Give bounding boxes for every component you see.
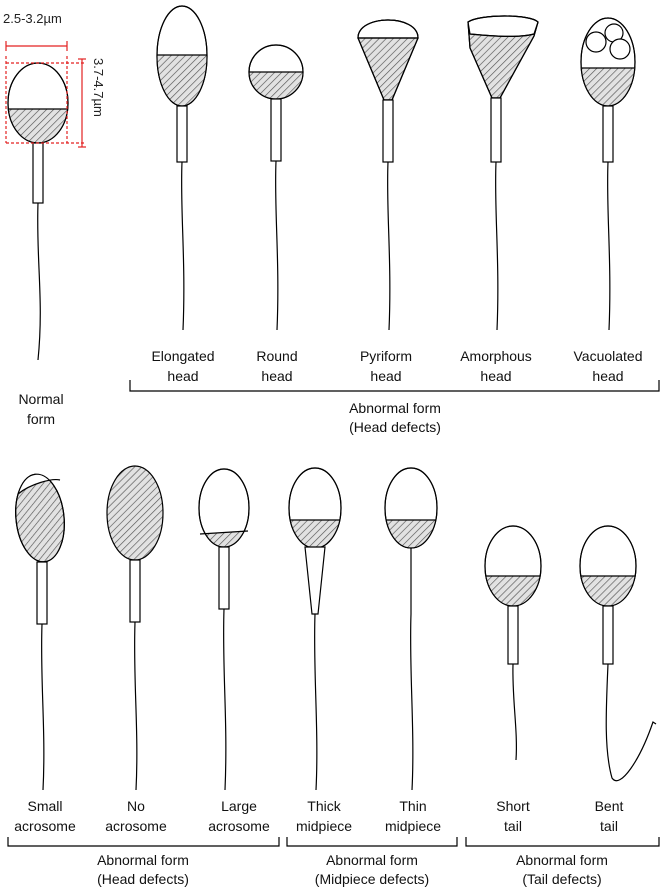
group-label-midpiece-defects: Abnormal form(Midpiece defects) (314, 852, 430, 887)
width-dimension-label: 2.5-3.2µm (3, 11, 62, 26)
no-acrosome-sperm (106, 465, 164, 791)
group-label-tail-defects: Abnormal form(Tail defects) (516, 852, 608, 887)
normal-sperm (7, 62, 69, 361)
bracket-tail-defects (465, 837, 660, 847)
group-label-bottom-head-defects: Abnormal form(Head defects) (97, 852, 189, 887)
short-tail-sperm (484, 525, 542, 761)
amorphous-head-sperm (467, 15, 539, 331)
dimension-lines (5, 41, 86, 148)
large-acrosome-sperm (198, 468, 250, 791)
round-head-sperm (248, 44, 304, 331)
vacuolated-head-sperm (580, 17, 636, 331)
small-acrosome-sperm (15, 472, 65, 791)
bracket-top-head-defects (129, 380, 660, 392)
elongated-head-sperm (156, 5, 208, 331)
thin-midpiece-sperm (384, 467, 438, 791)
bracket-midpiece-defects (286, 837, 458, 847)
thick-midpiece-sperm (288, 467, 342, 791)
group-label-top-head-defects: Abnormal form(Head defects) (349, 400, 441, 435)
bracket-bottom-head-defects (7, 837, 280, 847)
bent-tail-sperm (579, 525, 657, 782)
pyriform-head-sperm (357, 19, 419, 331)
height-dimension-label: 3.7-4.7µm (91, 58, 106, 117)
